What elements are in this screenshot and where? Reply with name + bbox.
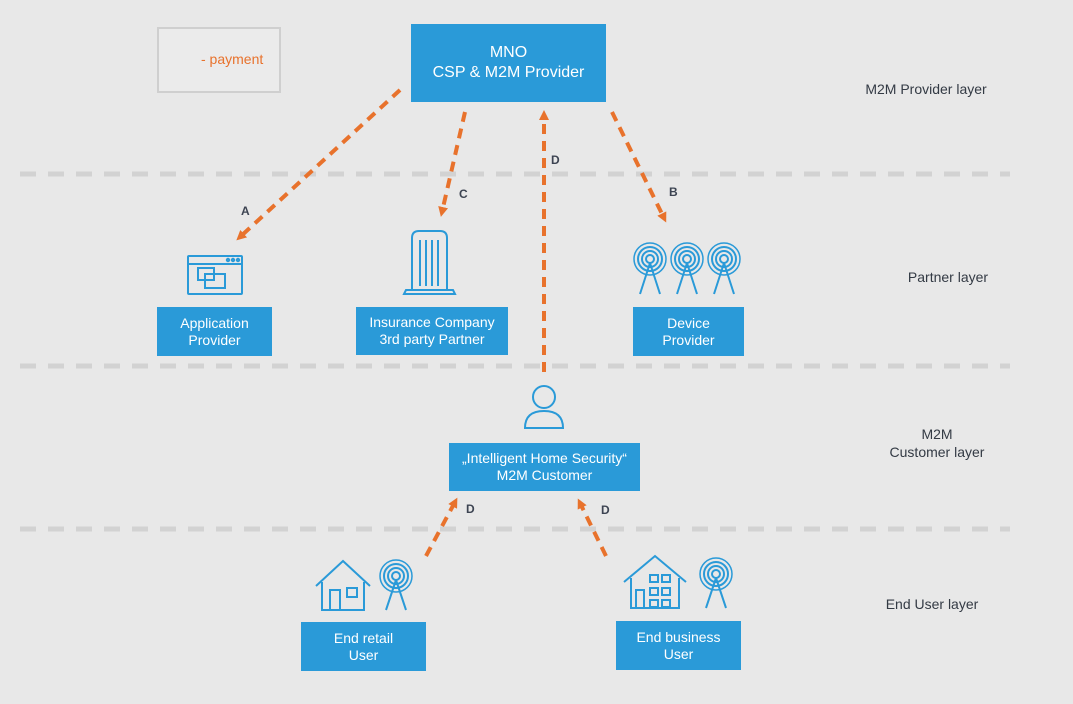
person-icon — [523, 385, 565, 429]
antenna-icon — [379, 559, 413, 611]
end-retail-user-line1: End retail — [333, 629, 394, 646]
m2m-customer-line1: „Intelligent Home Security“ — [462, 450, 627, 466]
arrow-label-c: C — [459, 187, 468, 201]
arrow-b — [610, 111, 667, 223]
legend-label: - payment — [201, 51, 264, 67]
application-provider-line2: Provider — [188, 331, 241, 348]
end-business-user-line1: End business — [636, 628, 721, 645]
arrow-label-d-left: D — [466, 502, 475, 516]
house-icon — [315, 559, 371, 611]
arrow-d-left — [424, 497, 458, 557]
arrow-c — [438, 111, 467, 217]
insurance-company-line1: Insurance Company — [369, 314, 495, 330]
end-retail-user-box: End retail User — [301, 622, 426, 671]
layer-customer-text-1: M2M — [921, 426, 953, 442]
layer-customer-text-2: Customer layer — [889, 444, 985, 460]
end-business-user-box: End business User — [616, 621, 741, 670]
mno-box: MNO CSP & M2M Provider — [411, 24, 606, 102]
antenna-icon — [699, 557, 733, 609]
device-provider-box: Device Provider — [633, 307, 744, 356]
mno-subtitle: CSP & M2M Provider — [432, 64, 585, 81]
arrow-a — [236, 88, 402, 241]
layer-partner-text: Partner layer — [907, 269, 989, 285]
device-provider-line2: Provider — [662, 331, 715, 348]
antenna-icon — [633, 242, 741, 295]
application-provider-box: Application Provider — [157, 307, 272, 356]
device-provider-line1: Device — [667, 314, 710, 331]
layer-end-user-text: End User layer — [885, 596, 979, 612]
layer-label-customer: M2M Customer layer — [867, 425, 1007, 461]
app-window-icon — [187, 255, 243, 295]
insurance-company-line2: 3rd party Partner — [379, 331, 485, 347]
application-provider-line1: Application — [180, 314, 249, 331]
office-house-icon — [623, 554, 687, 609]
arrow-label-d-up: D — [551, 153, 560, 167]
end-retail-user-line2: User — [348, 646, 379, 663]
m2m-customer-box: „Intelligent Home Security“ M2M Customer — [449, 443, 640, 491]
m2m-customer-line2: M2M Customer — [496, 467, 593, 483]
layer-label-provider: M2M Provider layer — [856, 80, 996, 98]
end-business-user-line2: User — [663, 645, 694, 662]
arrow-label-a: A — [241, 204, 250, 218]
layer-label-end-user: End User layer — [862, 595, 1002, 613]
arrow-label-d-right: D — [601, 503, 610, 517]
building-icon — [402, 230, 457, 295]
legend: - payment — [157, 27, 281, 93]
arrow-label-b: B — [669, 185, 678, 199]
layer-label-partner: Partner layer — [878, 268, 1018, 286]
arrow-d-right — [577, 498, 608, 557]
insurance-company-box: Insurance Company 3rd party Partner — [356, 307, 508, 355]
layer-provider-text: M2M Provider layer — [865, 81, 987, 97]
mno-title: MNO — [489, 44, 528, 61]
